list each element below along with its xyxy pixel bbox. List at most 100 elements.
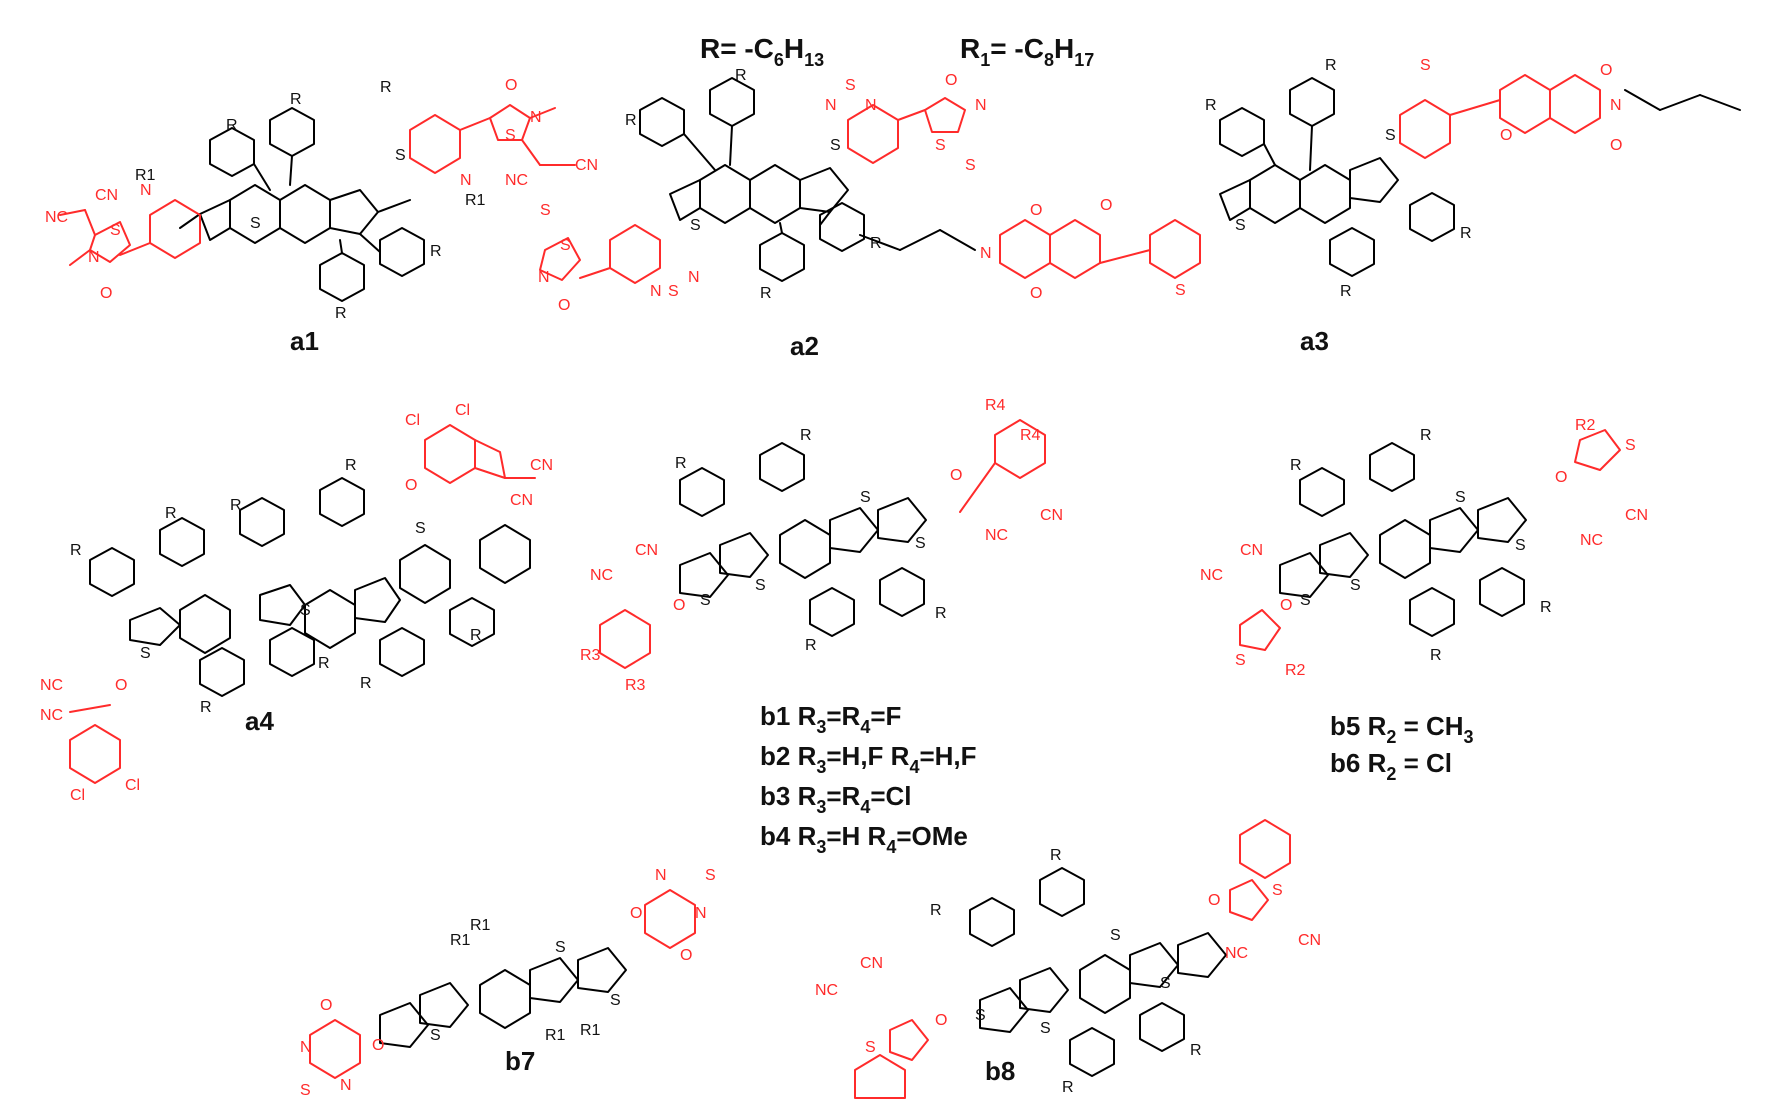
bond <box>1079 954 1131 1014</box>
bond <box>1549 74 1601 134</box>
bond <box>1099 249 1151 264</box>
atom-label: CN <box>510 492 533 509</box>
label-a4: a4 <box>245 706 274 736</box>
bond <box>879 567 925 617</box>
bond <box>979 987 1029 1033</box>
bond <box>709 77 755 127</box>
atom-label: NC <box>1225 945 1248 962</box>
bond <box>59 209 86 216</box>
atom-label: R1 <box>580 1022 601 1039</box>
atom-label: R <box>1540 599 1552 616</box>
atom-label: O <box>1555 469 1567 486</box>
atom-label: R1= -C8H17 <box>960 33 1094 70</box>
atom-label: O <box>1500 127 1512 144</box>
bond <box>339 239 343 254</box>
bond <box>1249 164 1301 224</box>
bond <box>999 219 1051 279</box>
bond <box>819 202 865 252</box>
bond <box>577 947 627 993</box>
bond <box>1219 107 1265 157</box>
atom-label: S <box>755 577 766 594</box>
atom-label: CN <box>1040 507 1063 524</box>
atom-label: NC <box>815 982 838 999</box>
bond <box>959 462 996 513</box>
a3-acceptor-right <box>1399 74 1741 159</box>
label-a1: a1 <box>290 326 319 356</box>
atom-label: Cl <box>405 412 420 429</box>
bond <box>379 227 425 277</box>
atom-label: S <box>865 1039 876 1056</box>
atom-label: O <box>630 905 642 922</box>
atom-label: R <box>625 112 637 129</box>
atom-label: R4 <box>985 397 1006 414</box>
atom-label: O <box>1030 285 1042 302</box>
bond <box>1299 467 1345 517</box>
bond <box>179 213 201 229</box>
atom-label: R <box>335 305 347 322</box>
bond <box>279 184 331 244</box>
r-definition: R= -C6H13 <box>700 33 824 70</box>
bond <box>1499 74 1551 134</box>
bond <box>69 249 91 266</box>
atom-label: R <box>930 902 942 919</box>
bond <box>809 587 855 637</box>
atom-label: R <box>360 675 372 692</box>
atom-label: NC <box>590 567 613 584</box>
bond <box>1309 125 1313 171</box>
atom-label: S <box>540 202 551 219</box>
atom-label: S <box>1420 57 1431 74</box>
atom-label: S <box>668 283 679 300</box>
bond <box>1479 567 1525 617</box>
atom-label: R <box>805 637 817 654</box>
atom-label: N <box>650 283 662 300</box>
atom-label: O <box>950 467 962 484</box>
bond <box>854 1054 906 1099</box>
bond <box>319 477 365 527</box>
atom-label: R <box>380 79 392 96</box>
bond <box>521 139 541 166</box>
bond <box>89 547 135 597</box>
atom-label: R2 <box>1575 417 1596 434</box>
atom-label: R <box>345 457 357 474</box>
atom-label: O <box>1280 597 1292 614</box>
atom-label: N <box>655 867 667 884</box>
bond <box>309 1019 361 1079</box>
bond <box>479 969 531 1029</box>
atom-label: O <box>1030 202 1042 219</box>
atom-label: O <box>1610 137 1622 154</box>
atom-label: CN <box>1298 932 1321 949</box>
bond <box>84 209 96 236</box>
bond <box>899 229 941 251</box>
b2-label: b2 R3=H,F R4=H,F <box>760 741 977 777</box>
atom-label: S <box>555 939 566 956</box>
atom-label: S <box>975 1007 986 1024</box>
atom-label: NC <box>40 677 63 694</box>
atom-label: S <box>1110 927 1121 944</box>
bond <box>779 519 831 579</box>
atom-label: N <box>865 97 877 114</box>
atom-label: CN <box>860 955 883 972</box>
bond <box>859 234 901 251</box>
b-acceptor-right <box>959 419 1046 513</box>
atom-label: R <box>430 243 442 260</box>
atom-label: S <box>1040 1020 1051 1037</box>
atom-label: O <box>1208 892 1220 909</box>
atom-label: S <box>300 602 311 619</box>
b1-label: b1 R3=R4=F <box>760 701 901 737</box>
bond <box>1329 227 1375 277</box>
bond <box>479 524 531 584</box>
atom-label: R= -C6H13 <box>700 33 824 70</box>
bond <box>1129 942 1179 988</box>
bond <box>529 957 579 1003</box>
bond <box>239 497 285 547</box>
b7-acceptor-right <box>644 889 696 949</box>
atom-label: NC <box>45 209 68 226</box>
b8-acceptor-right <box>1229 819 1291 921</box>
bond <box>799 167 849 213</box>
bond <box>1319 532 1369 578</box>
atom-label: S <box>860 489 871 506</box>
structure-b5-b6: R R R R S S S S R2 S O CN NC NC CN O S R… <box>1200 417 1648 784</box>
b6-label: b6 R2 = Cl <box>1330 748 1452 784</box>
atom-label: S <box>1455 489 1466 506</box>
bond <box>779 222 783 234</box>
